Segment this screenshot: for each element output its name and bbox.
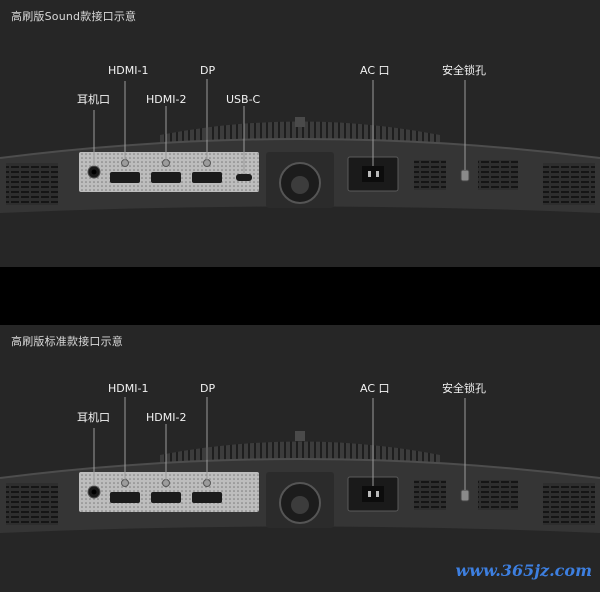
ac-label: AC 口 <box>360 382 390 395</box>
site-watermark: www.365jz.com <box>455 561 592 580</box>
hdmi2-label: HDMI-2 <box>146 411 186 424</box>
usbc-port <box>236 174 252 181</box>
monitor-rear-diagram: 耳机口 HDMI-1 HDMI-2 DP USB-C AC 口 安全锁孔 <box>0 63 600 213</box>
lock-label: 安全锁孔 <box>442 381 486 395</box>
panel-title: 高刷版标准款接口示意 <box>11 335 123 348</box>
center-vent-right <box>478 160 518 190</box>
lock-label: 安全锁孔 <box>442 63 486 77</box>
hdmi1-port <box>110 172 140 183</box>
earphone-label: 耳机口 <box>77 92 110 106</box>
earphone-label: 耳机口 <box>77 410 110 424</box>
center-vent-left <box>414 160 446 190</box>
usbc-label: USB-C <box>226 93 261 106</box>
center-vent-right <box>478 480 518 510</box>
right-vent <box>543 483 595 525</box>
dp-port <box>192 172 222 183</box>
top-notch <box>295 431 305 441</box>
left-vent <box>6 483 58 525</box>
monitor-rear-diagram: 耳机口 HDMI-1 HDMI-2 DP AC 口 安全锁孔 <box>0 381 600 533</box>
dp-label: DP <box>200 382 215 395</box>
center-vent-left <box>414 480 446 510</box>
hdmi1-label: HDMI-1 <box>108 382 148 395</box>
right-vent <box>543 163 595 205</box>
security-lock-hole <box>460 489 470 502</box>
top-notch <box>295 117 305 127</box>
hdmi1-label: HDMI-1 <box>108 64 148 77</box>
hdmi2-port <box>151 172 181 183</box>
standard-edition-panel: 高刷版标准款接口示意 <box>0 325 600 592</box>
hdmi1-port <box>110 492 140 503</box>
dp-label: DP <box>200 64 215 77</box>
ac-label: AC 口 <box>360 64 390 77</box>
dp-port <box>192 492 222 503</box>
hdmi2-port <box>151 492 181 503</box>
panel-title: 高刷版Sound款接口示意 <box>11 10 137 23</box>
security-lock-hole <box>460 169 470 182</box>
left-vent <box>6 163 58 205</box>
sound-edition-panel: 高刷版Sound款接口示意 <box>0 0 600 267</box>
hdmi2-label: HDMI-2 <box>146 93 186 106</box>
